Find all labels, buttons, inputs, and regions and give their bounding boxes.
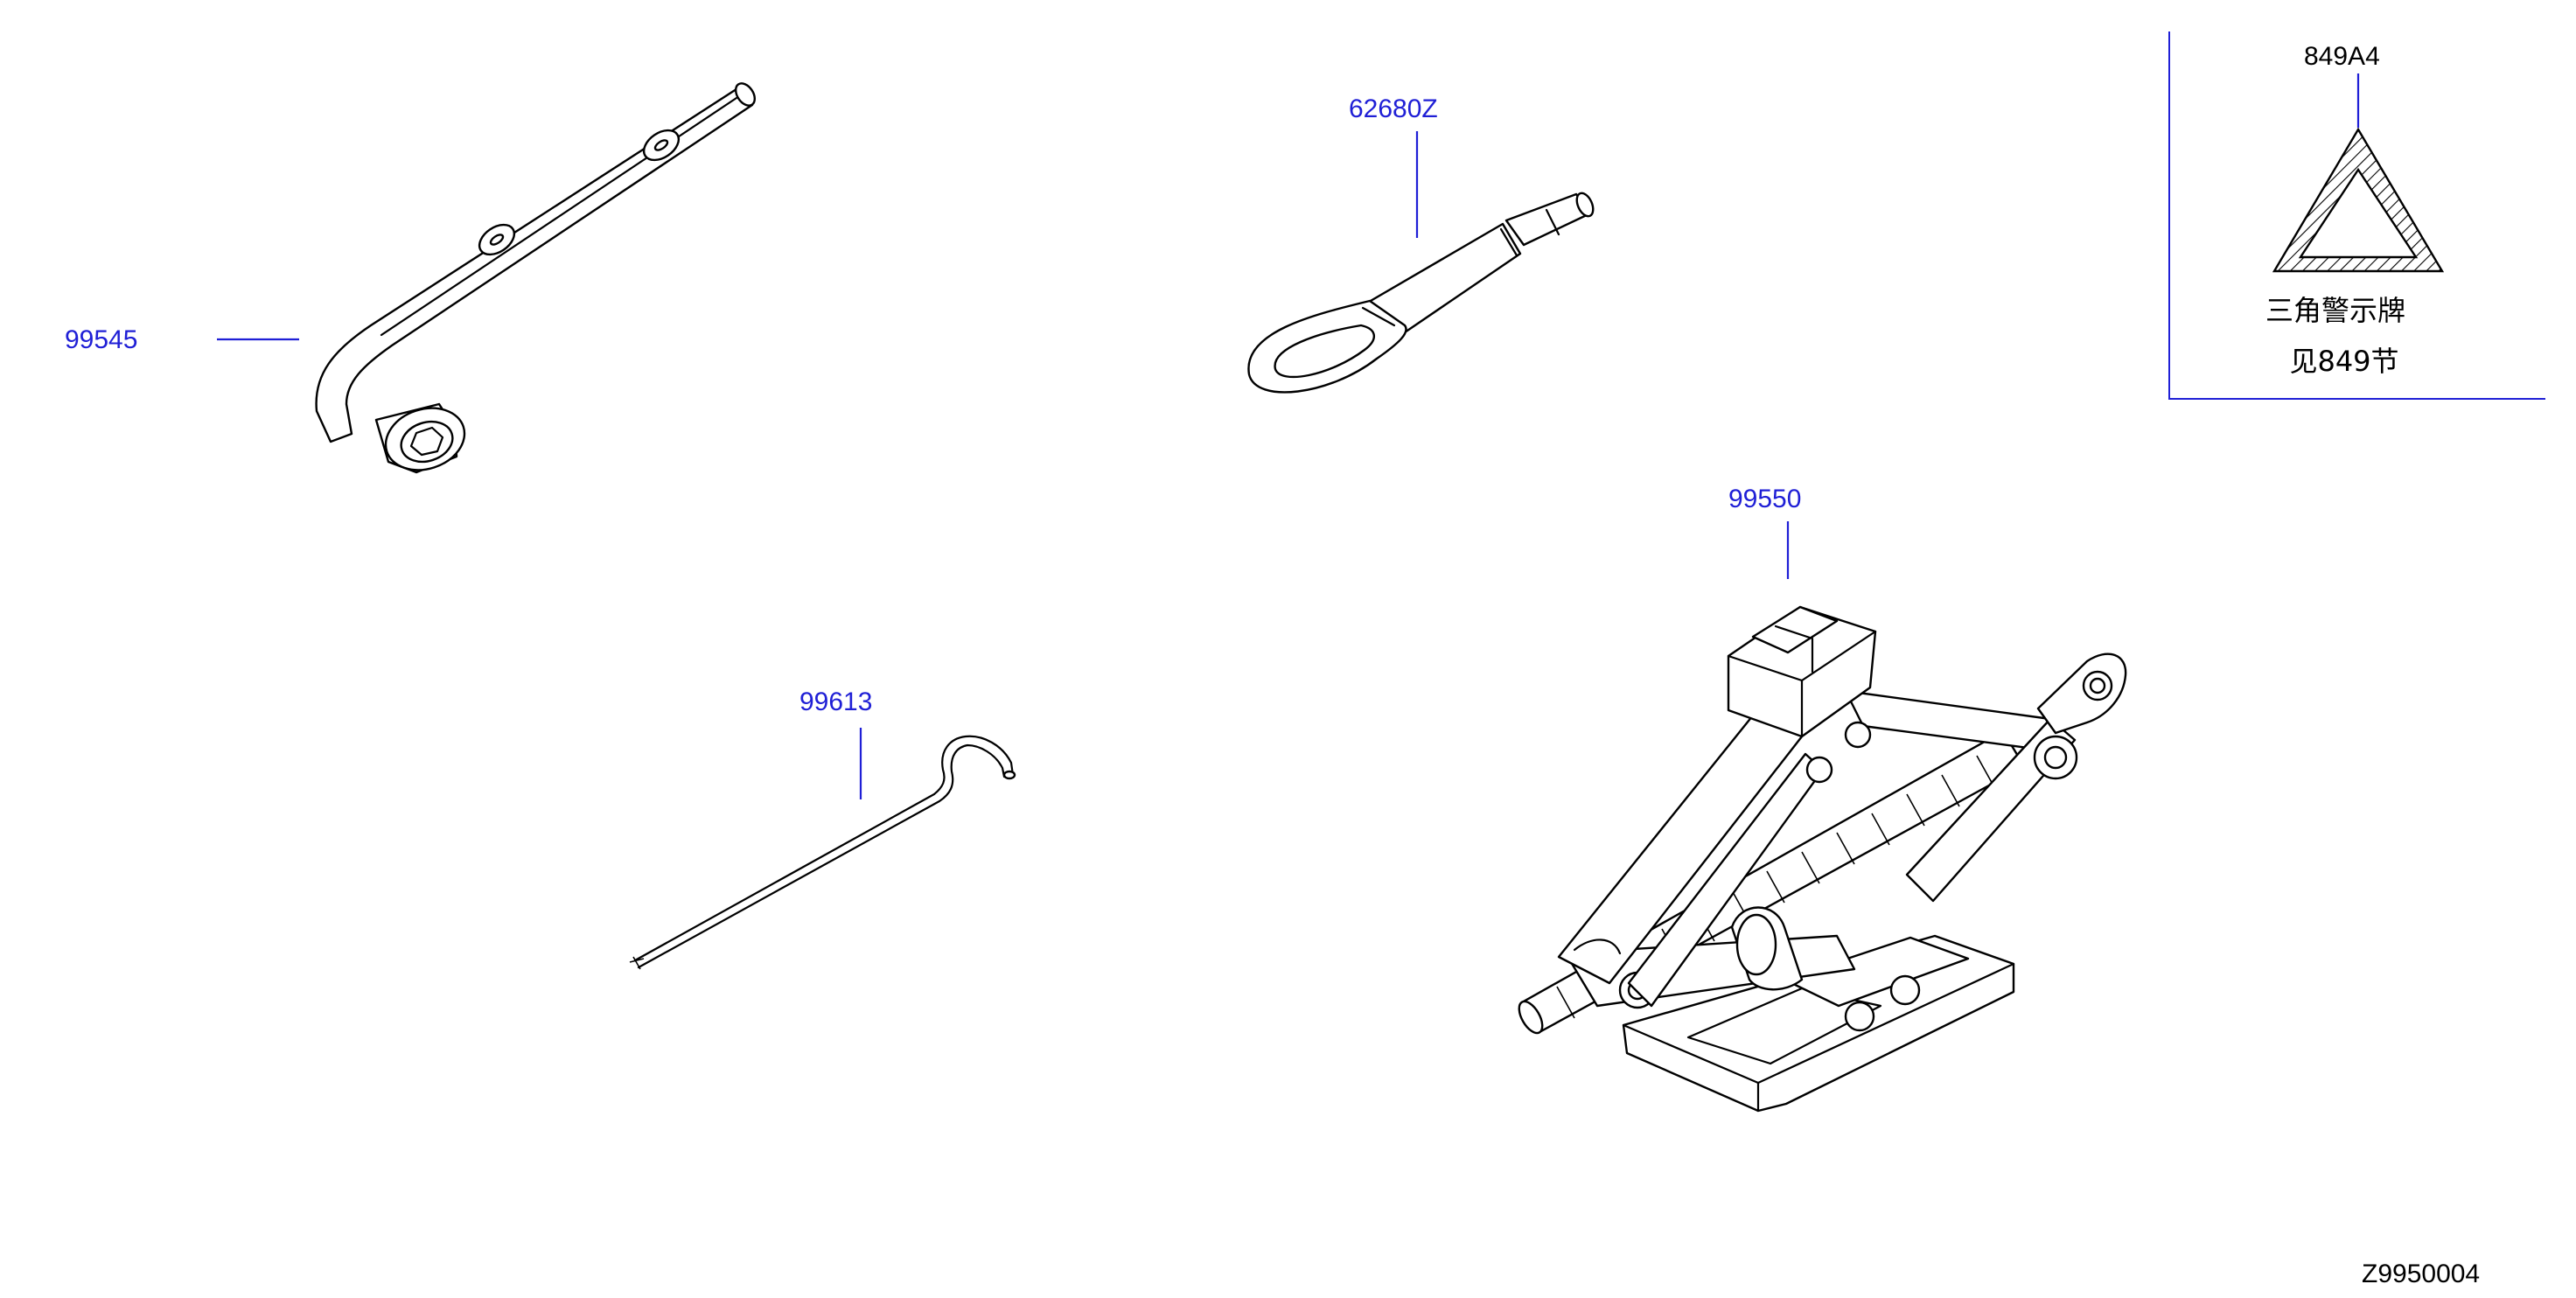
- wrench-part-number: 99545: [65, 325, 137, 354]
- warning-triangle-icon: [2272, 127, 2445, 273]
- warning-triangle-inset: 849A4 三角警示牌 见849节: [2168, 31, 2545, 400]
- tow-hook-part-number: 62680Z: [1349, 94, 1438, 123]
- warning-triangle-section-reference: 见849节: [2289, 345, 2398, 378]
- jack-part-number: 99550: [1728, 485, 1801, 513]
- wheel-wrench-drawing: [315, 82, 757, 474]
- tow-hook-drawing: [1247, 192, 1595, 394]
- jack-handle-drawing: [629, 735, 1016, 970]
- warning-triangle-part-number: 849A4: [2304, 42, 2380, 71]
- scissor-jack-drawing: [1518, 605, 2127, 1113]
- inset-frame: [2168, 31, 2545, 400]
- warning-triangle-description: 三角警示牌: [2265, 294, 2405, 327]
- jack-handle-part-number: 99613: [799, 687, 872, 716]
- diagram-code: Z9950004: [2362, 1260, 2480, 1288]
